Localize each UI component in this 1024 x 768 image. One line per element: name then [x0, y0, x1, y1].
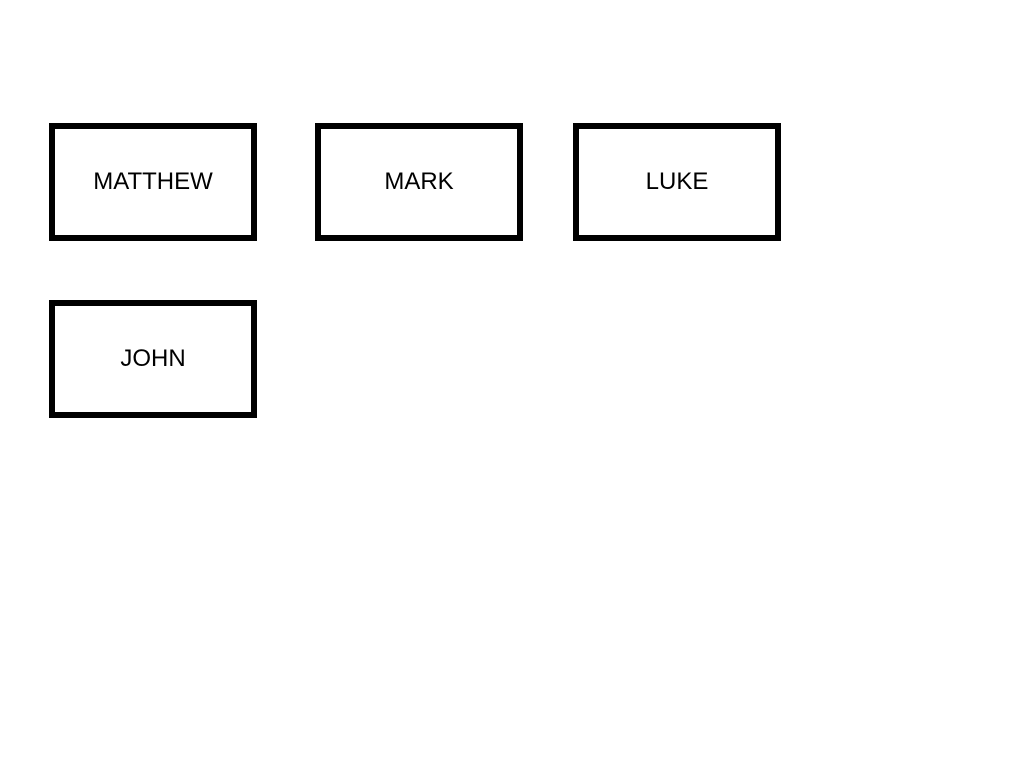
- card-label: MARK: [384, 168, 454, 195]
- card-label: LUKE: [645, 168, 709, 195]
- card-label: MATTHEW: [93, 168, 213, 195]
- card-mark[interactable]: MARK: [315, 123, 523, 241]
- card-matthew[interactable]: MATTHEW: [49, 123, 257, 241]
- card-label: JOHN: [120, 345, 186, 372]
- card-john[interactable]: JOHN: [49, 300, 257, 418]
- card-luke[interactable]: LUKE: [573, 123, 781, 241]
